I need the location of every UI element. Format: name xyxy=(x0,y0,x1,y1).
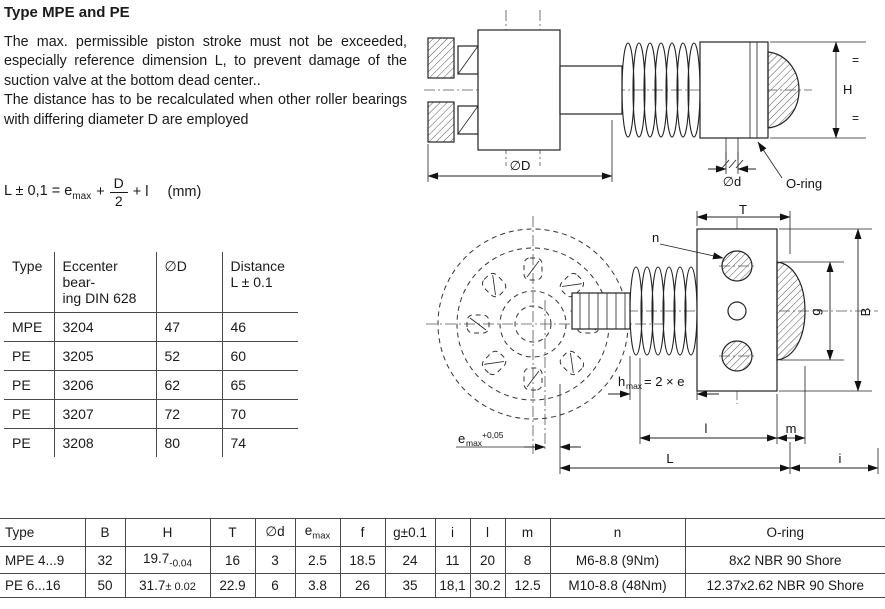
bearing-table: Type Eccenter bear- ing DIN 628 ∅D Dista… xyxy=(4,252,298,457)
dim-col-m: m xyxy=(505,518,551,547)
dim-hmax: h max = 2 × e xyxy=(608,356,719,400)
formula-fraction: D 2 xyxy=(109,176,128,208)
dim-emax: e max +0,05 xyxy=(456,384,581,474)
dim-col-emax: emax xyxy=(295,518,341,547)
label-l: l xyxy=(705,421,708,436)
dim-col-type: Type xyxy=(0,518,86,547)
dim-i: i xyxy=(789,448,879,474)
suction-valve-spring xyxy=(629,266,698,356)
bearing-col-type: Type xyxy=(4,252,55,313)
label-hmax-h: h xyxy=(618,374,625,389)
label-i: i xyxy=(839,451,842,466)
label-n: n xyxy=(652,230,659,245)
flange-body xyxy=(696,228,806,392)
dim-col-g: g±0.1 xyxy=(385,518,436,547)
bearing-table-row: PE 3205 52 60 xyxy=(4,341,298,371)
label-L: L xyxy=(666,451,673,466)
dim-diameter-d: ∅d xyxy=(708,152,756,189)
equal-mark-bottom: = xyxy=(852,111,859,125)
label-hmax-sub: max xyxy=(626,381,643,391)
dim-col-oring: O-ring xyxy=(685,518,885,547)
formula-plus-l: + l xyxy=(132,184,149,201)
dim-col-diameter-d: ∅d xyxy=(255,518,296,547)
bearing-col-diameter-D: ∅D xyxy=(156,252,223,313)
dim-table-header-row: Type B H T ∅d emax f g±0.1 i l m n O-rin… xyxy=(0,518,885,547)
intro-paragraph-1: The max. permissible piston stroke must … xyxy=(4,34,407,89)
dim-col-n: n xyxy=(550,518,686,547)
label-m: m xyxy=(786,421,797,436)
bearing-table-row: PE 3207 72 70 xyxy=(4,399,298,429)
front-view-drawing: T n B g h max = 2 × e xyxy=(426,204,879,474)
dim-B: B xyxy=(779,228,873,392)
eccenter-bearing-section xyxy=(427,29,623,151)
bearing-table-row: PE 3206 62 65 xyxy=(4,370,298,400)
label-oring: O-ring xyxy=(786,176,822,191)
dim-col-i: i xyxy=(435,518,471,547)
label-T: T xyxy=(739,204,747,217)
bearing-table-row: MPE 3204 47 46 xyxy=(4,312,298,342)
formula-lead: L ± 0,1 = emax xyxy=(4,182,92,202)
dim-diameter-D: ∅D xyxy=(427,120,613,182)
dim-col-l: l xyxy=(470,518,506,547)
dim-L: L xyxy=(559,442,791,474)
label-emax-sup: +0,05 xyxy=(482,430,504,440)
dimension-table: Type B H T ∅d emax f g±0.1 i l m n O-rin… xyxy=(0,518,885,599)
dim-table-row: MPE 4...9 32 19.7-0.04 16 3 2.5 18.5 24 … xyxy=(0,546,885,575)
bearing-table-row: PE 3208 80 74 xyxy=(4,428,298,457)
label-diameter-D: ∅D xyxy=(510,158,531,173)
piston-head xyxy=(699,41,800,169)
dim-T: T xyxy=(696,204,791,254)
dim-cell-H: 31.7± 0.02 xyxy=(125,573,211,599)
dim-col-T: T xyxy=(210,518,256,547)
formula-unit: (mm) xyxy=(167,184,202,201)
bearing-table-header-row: Type Eccenter bear- ing DIN 628 ∅D Dista… xyxy=(4,252,298,313)
intro-section: The max. permissible piston stroke must … xyxy=(4,33,407,130)
intro-paragraph-2: The distance has to be recalculated when… xyxy=(4,92,407,128)
dim-col-H: H xyxy=(125,518,211,547)
label-emax-e: e xyxy=(458,431,465,446)
label-g: g xyxy=(808,308,823,315)
threaded-shaft xyxy=(571,292,631,330)
dim-col-f: f xyxy=(340,518,386,547)
dim-cell-H: 19.7-0.04 xyxy=(125,546,211,575)
oring-callout: O-ring xyxy=(757,141,822,191)
label-emax-sub: max xyxy=(466,438,483,448)
side-view-drawing: ∅D ∅d H = = O-ring xyxy=(424,10,866,191)
dim-col-B: B xyxy=(85,518,126,547)
stroke-formula: L ± 0,1 = emax + D 2 + l (mm) xyxy=(4,176,201,208)
formula-plus-1: + xyxy=(96,184,105,201)
page-title: Type MPE and PE xyxy=(4,4,130,21)
label-hmax-eq: = 2 × e xyxy=(644,374,684,389)
dim-m: m xyxy=(776,366,806,444)
dim-g: g xyxy=(780,261,844,361)
equal-mark-top: = xyxy=(852,53,859,67)
dim-H: H = = xyxy=(770,41,866,139)
suction-valve-spring xyxy=(621,42,701,138)
label-diameter-d: ∅d xyxy=(723,174,742,189)
bearing-col-din628: Eccenter bear- ing DIN 628 xyxy=(54,252,157,313)
screw-callout-n: n xyxy=(652,230,724,260)
label-B: B xyxy=(858,308,873,317)
label-H: H xyxy=(843,82,852,97)
bearing-col-distance: Distance L ± 0.1 xyxy=(222,252,298,313)
dim-table-row: PE 6...16 50 31.7± 0.02 22.9 6 3.8 26 35… xyxy=(0,573,885,599)
